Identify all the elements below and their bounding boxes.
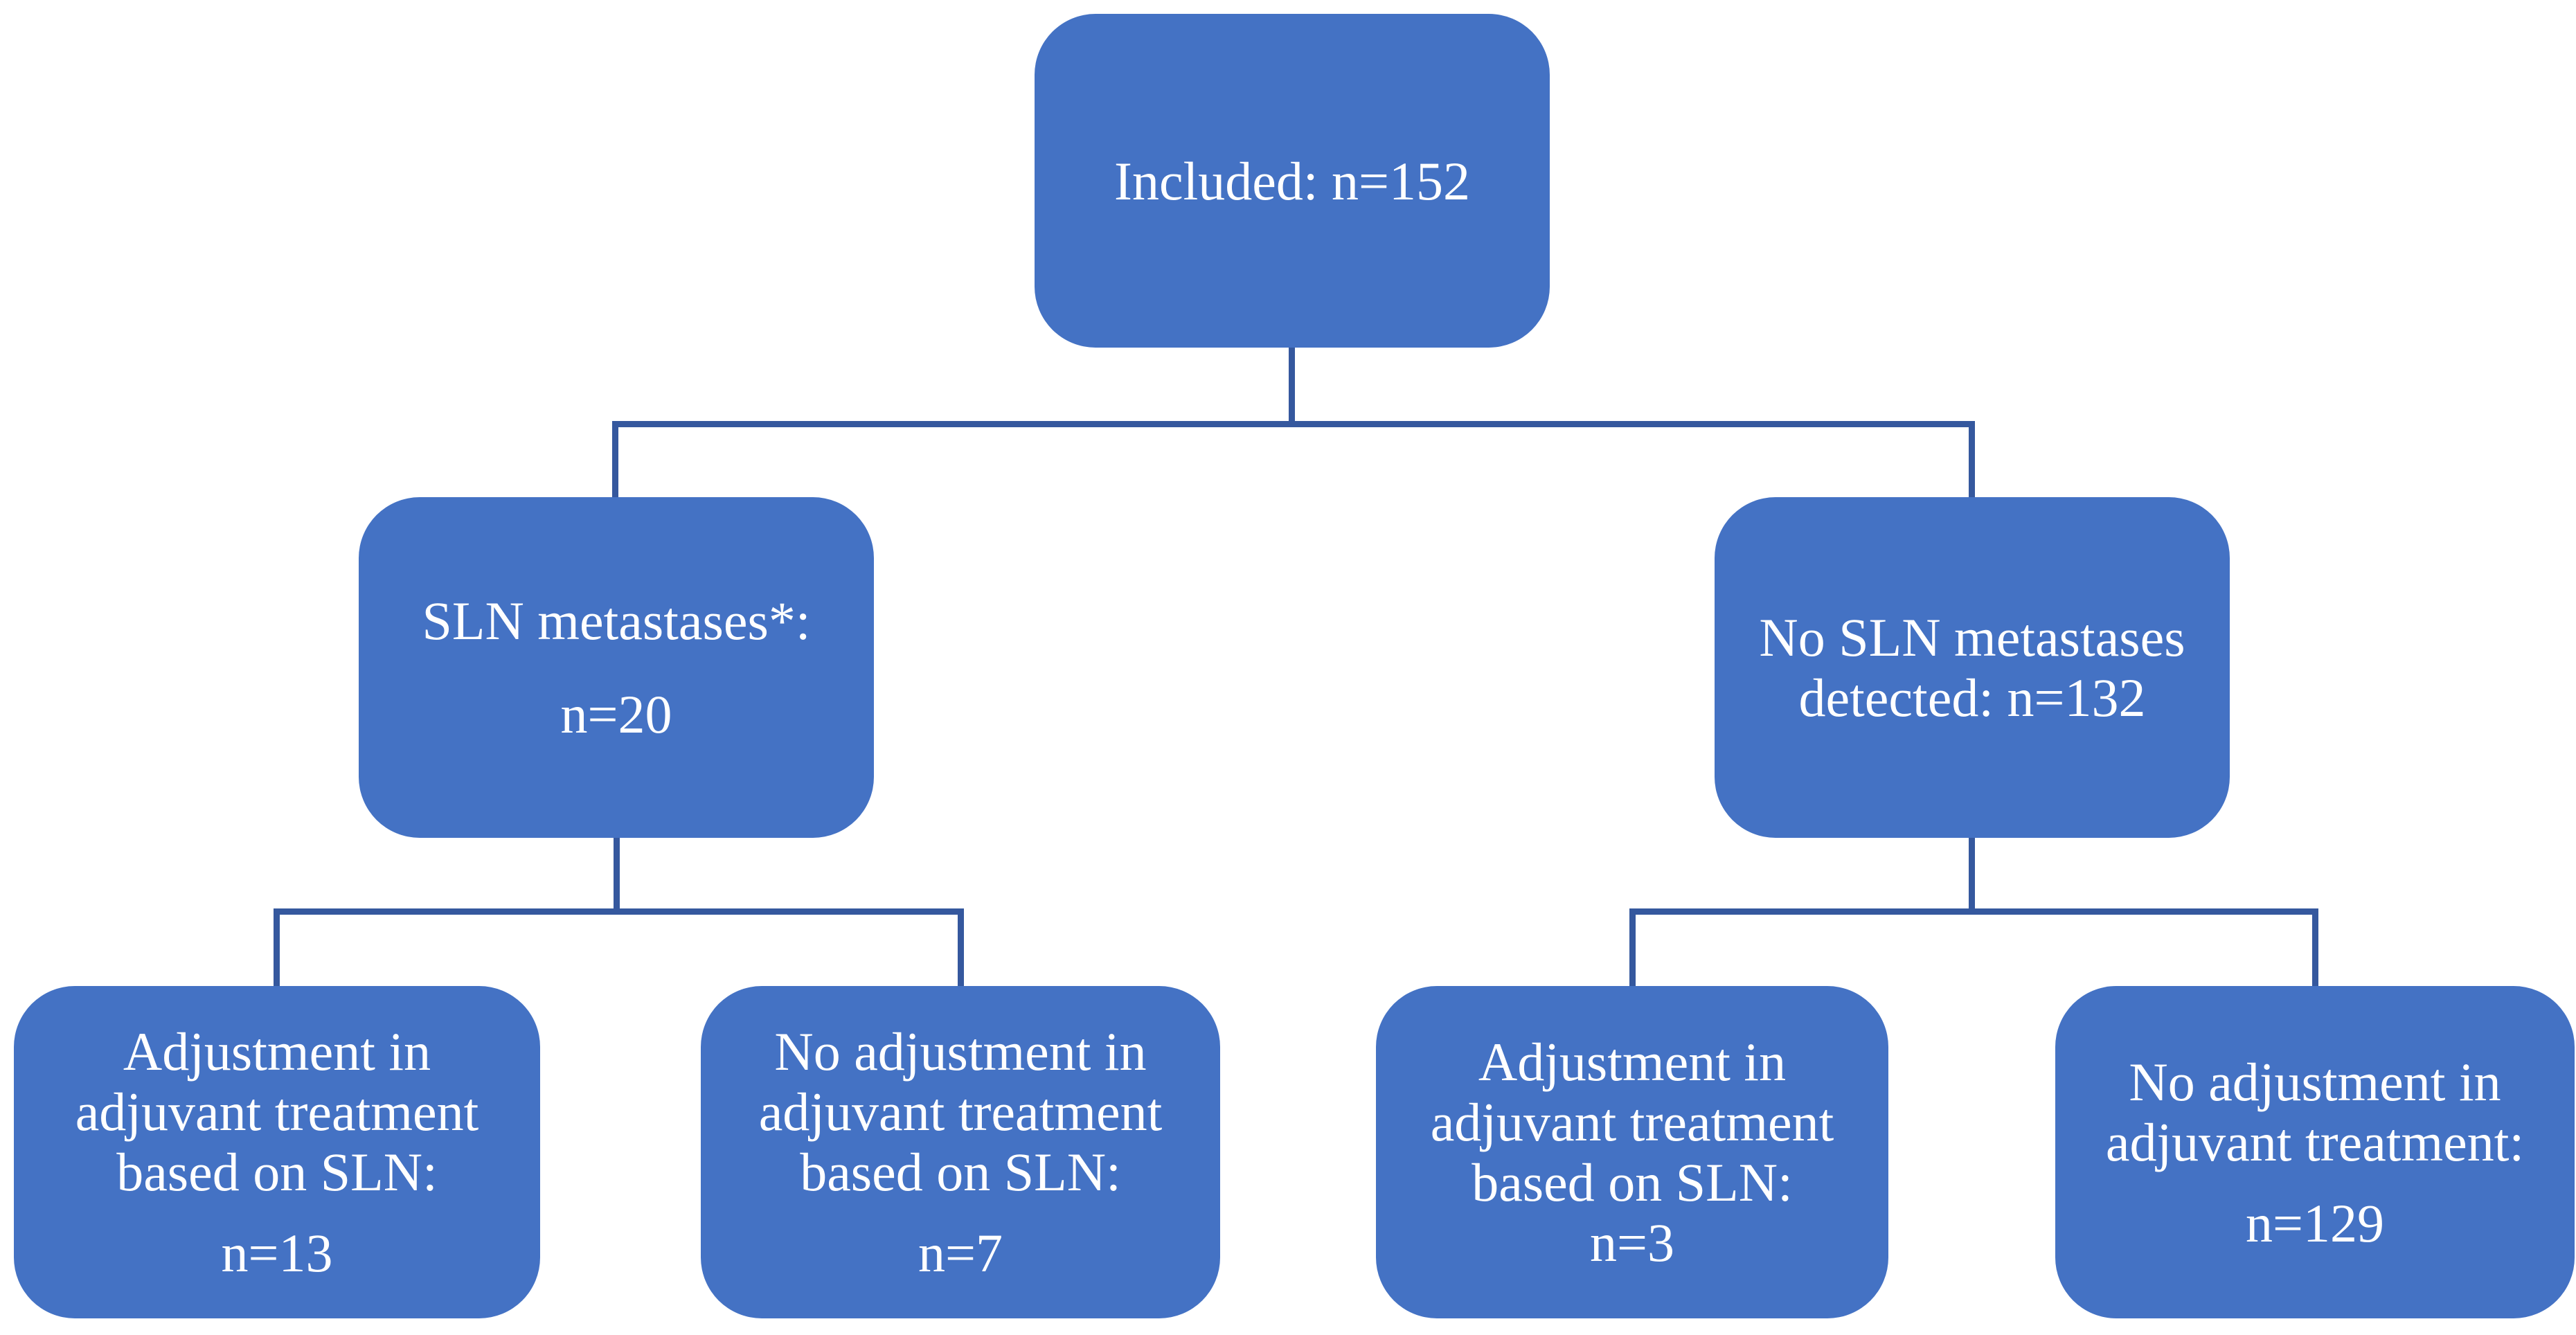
node-no-adjustment-after-sln-neg-label: No adjustment in adjuvant treatment: <box>2105 1051 2525 1172</box>
connector-drop-sln-pos <box>612 421 618 497</box>
connector-left-horizontal <box>274 908 964 915</box>
node-no-adjustment-after-sln-neg: No adjustment in adjuvant treatment: n=1… <box>2055 986 2575 1318</box>
connector-sln-pos-stem <box>614 838 620 908</box>
node-sln-metastases-label: SLN metastases*: <box>422 591 811 651</box>
connector-right-horizontal <box>1629 908 2318 915</box>
node-adjustment-after-sln-neg: Adjustment in adjuvant treatment based o… <box>1376 986 1888 1318</box>
node-included-label: Included: n=152 <box>1113 150 1471 211</box>
node-no-adjustment-after-sln-neg-count: n=129 <box>2246 1192 2384 1253</box>
node-no-sln-metastases: No SLN metastases detected: n=132 <box>1715 497 2230 838</box>
connector-root-stem <box>1289 348 1295 421</box>
node-adjustment-after-sln-neg-count: n=3 <box>1590 1212 1674 1273</box>
connector-drop-sln-neg <box>1969 421 1975 497</box>
node-no-sln-metastases-label: No SLN metastases detected: n=132 <box>1759 607 2185 728</box>
node-adjustment-after-sln-pos-count: n=13 <box>221 1223 333 1283</box>
node-no-adjustment-after-sln-pos-count: n=7 <box>918 1223 1003 1283</box>
connector-top-horizontal <box>612 421 1975 427</box>
node-sln-metastases: SLN metastases*: n=20 <box>359 497 874 838</box>
node-included: Included: n=152 <box>1035 14 1550 348</box>
connector-drop-leaf-2 <box>958 908 964 986</box>
connector-drop-leaf-4 <box>2312 908 2318 986</box>
connector-sln-neg-stem <box>1969 838 1975 908</box>
node-no-adjustment-after-sln-pos: No adjustment in adjuvant treatment base… <box>701 986 1220 1318</box>
node-sln-metastases-count: n=20 <box>560 684 672 744</box>
node-adjustment-after-sln-neg-label: Adjustment in adjuvant treatment based o… <box>1430 1032 1834 1212</box>
connector-drop-leaf-1 <box>274 908 280 986</box>
connector-drop-leaf-3 <box>1629 908 1636 986</box>
node-adjustment-after-sln-pos-label: Adjustment in adjuvant treatment based o… <box>75 1021 479 1202</box>
node-adjustment-after-sln-pos: Adjustment in adjuvant treatment based o… <box>14 986 540 1318</box>
node-no-adjustment-after-sln-pos-label: No adjustment in adjuvant treatment base… <box>758 1021 1163 1202</box>
